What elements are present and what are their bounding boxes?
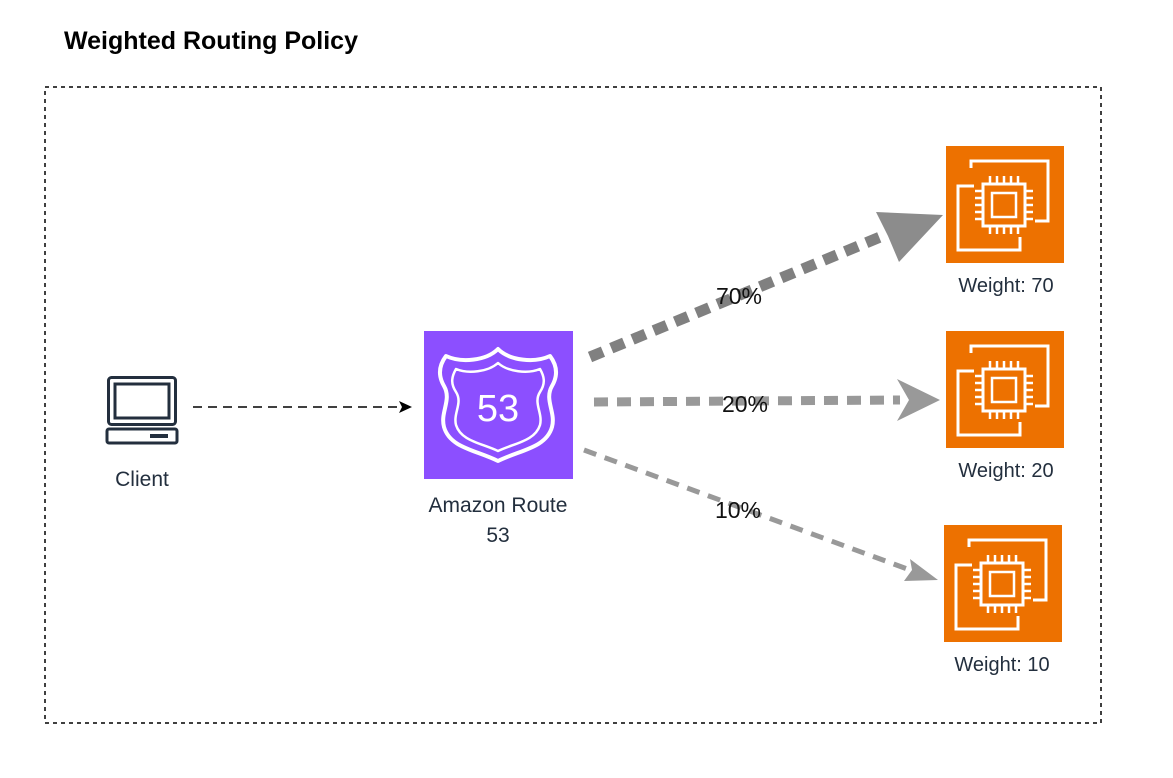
percent-label-10: 10%	[715, 497, 761, 523]
route-arrow-70	[587, 212, 943, 363]
target-weight-label-10: Weight: 10	[954, 654, 1049, 676]
client-label: Client	[115, 468, 169, 491]
diagram-title: Weighted Routing Policy	[64, 27, 358, 55]
ec2-instance-icon[interactable]	[944, 525, 1062, 642]
target-weight-label-70: Weight: 70	[958, 275, 1053, 297]
route-arrow-10	[583, 447, 938, 581]
route53-label-line1: Amazon Route	[429, 494, 568, 517]
client-computer-icon[interactable]	[105, 376, 179, 445]
percent-label-70: 70%	[716, 283, 762, 309]
route53-label-line2: 53	[486, 524, 509, 547]
policy-group-boundary	[44, 86, 1102, 724]
route53-shield-icon[interactable]	[424, 331, 573, 479]
route-arrow-20	[593, 379, 940, 421]
target-weight-label-20: Weight: 20	[958, 460, 1053, 482]
ec2-instance-icon[interactable]	[946, 146, 1064, 263]
ec2-instance-icon[interactable]	[946, 331, 1064, 448]
client-to-route53-arrow	[193, 401, 412, 413]
percent-label-20: 20%	[722, 391, 768, 417]
route53-shield-text: 53	[477, 388, 519, 430]
